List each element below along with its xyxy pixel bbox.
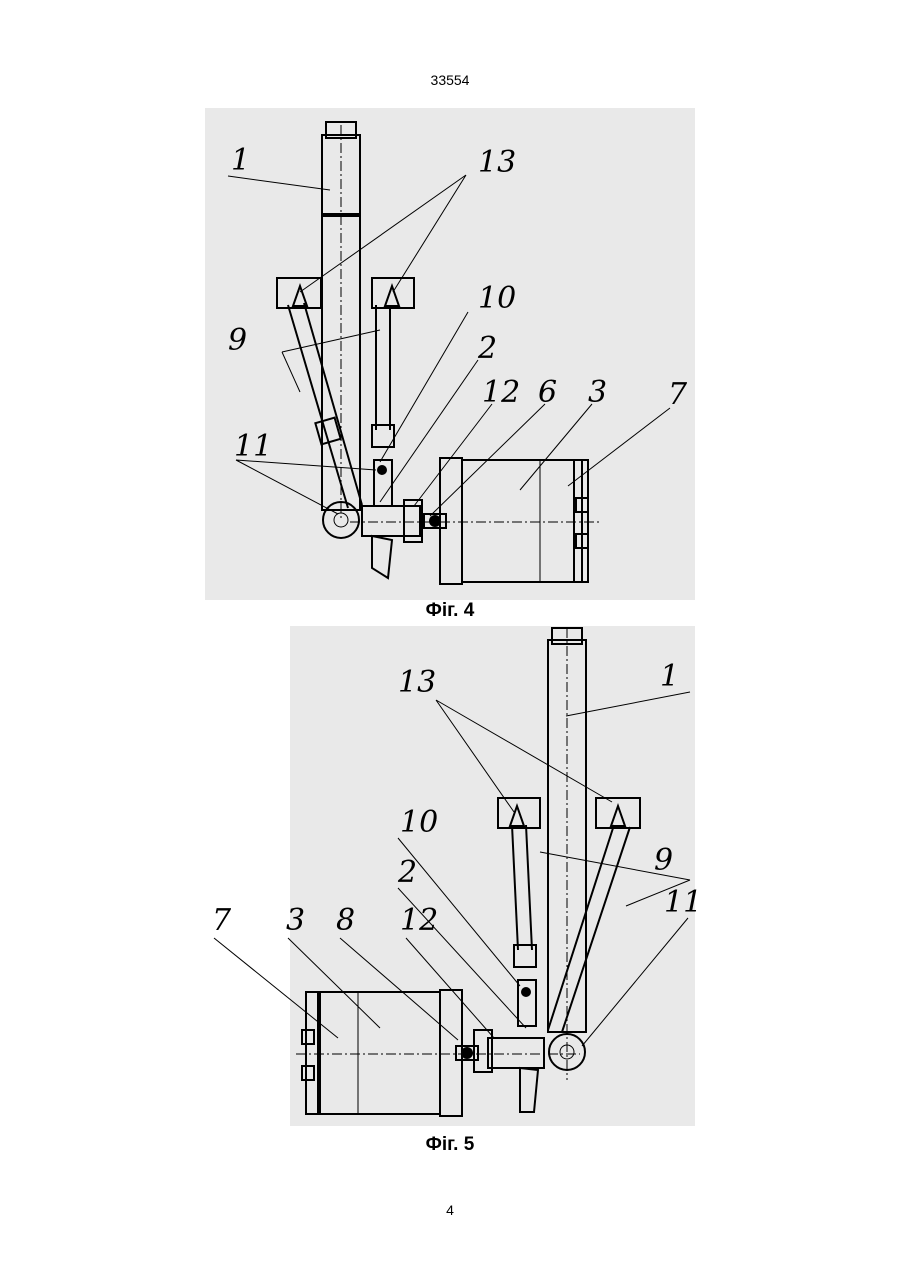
- fig5-label-8: 8: [336, 903, 355, 938]
- figure-4-caption: Фіг. 4: [0, 600, 900, 622]
- fig5-label-11: 11: [664, 885, 702, 920]
- fig4-label-12: 12: [482, 375, 520, 410]
- fig5-label-10: 10: [400, 805, 438, 840]
- fig4-label-10: 10: [478, 281, 516, 316]
- fig4-label-7: 7: [668, 377, 688, 412]
- page-number: 4: [0, 1202, 900, 1218]
- fig5-label-3: 3: [286, 903, 305, 938]
- fig5-label-9: 9: [654, 843, 673, 878]
- fig4-label-6: 6: [538, 375, 557, 410]
- fig5-label-13: 13: [398, 665, 436, 700]
- fig4-label-3: 3: [588, 375, 607, 410]
- fig4-label-11: 11: [234, 429, 272, 464]
- fig4-label-9: 9: [228, 323, 247, 358]
- figure-5-caption: Фіг. 5: [0, 1134, 900, 1156]
- fig5-label-12: 12: [400, 903, 438, 938]
- fig5-label-7: 7: [212, 903, 232, 938]
- fig5-label-2: 2: [397, 855, 417, 890]
- fig4-label-1: 1: [231, 143, 250, 178]
- fig4-label-13: 13: [478, 145, 516, 180]
- fig4-label-2: 2: [477, 331, 497, 366]
- fig5-label-1: 1: [660, 659, 679, 694]
- figure-5-drawing: 13 1 10 9 2 7 3 8 12 11: [0, 620, 900, 1140]
- figure-4-drawing: 1 13 10 9 2 12 6 3 7 11: [0, 0, 900, 600]
